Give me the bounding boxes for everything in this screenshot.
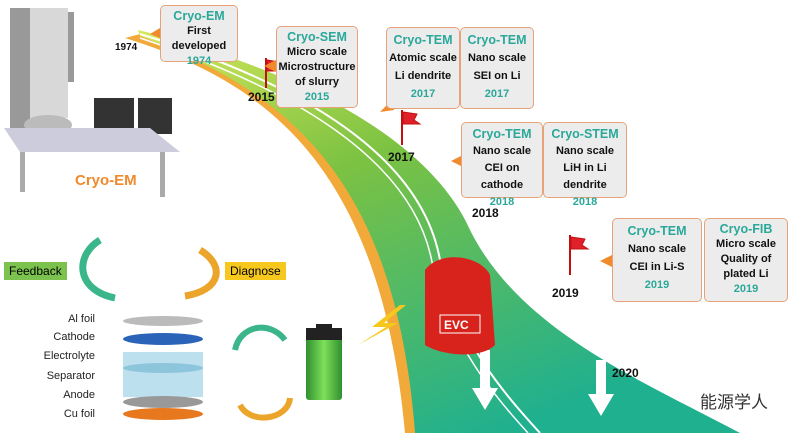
microscope-icon: [4, 8, 180, 197]
layer-label: Cathode: [53, 331, 95, 343]
layer-label: Al foil: [68, 313, 95, 325]
car-label: EVC: [444, 318, 469, 332]
diagnose-arrow-icon: [184, 247, 220, 300]
watermark: 能源学人: [700, 393, 768, 413]
car-icon: [425, 257, 495, 355]
year-label: 2015: [248, 90, 275, 104]
year-label: 2017: [388, 150, 415, 164]
year-label: 2020: [612, 366, 639, 380]
road: [138, 30, 740, 433]
year-label: 1974: [115, 42, 138, 53]
year-label: 2018: [472, 206, 499, 220]
layer-label: Electrolyte: [43, 350, 95, 362]
layer-label: Cu foil: [63, 408, 95, 420]
diagnose-label: Diagnose: [225, 262, 286, 280]
microscope-label: Cryo-EM: [75, 172, 137, 189]
road-rim: [125, 34, 418, 433]
road-lane: [139, 33, 541, 433]
layer-label: Anode: [63, 389, 95, 401]
battery-stack-icon: [123, 316, 203, 420]
cycle-arrow-green-icon: [232, 324, 288, 351]
layer-label: Separator: [46, 370, 95, 382]
feedback-arrow-icon: [79, 237, 116, 302]
battery-icon: [306, 328, 342, 400]
cycle-arrow-orange-icon: [237, 397, 293, 421]
arrow-down-icons: [472, 350, 614, 416]
feedback-label: Feedback: [4, 262, 67, 280]
lightning-icon: [358, 305, 406, 345]
year-label: 2019: [552, 286, 579, 300]
